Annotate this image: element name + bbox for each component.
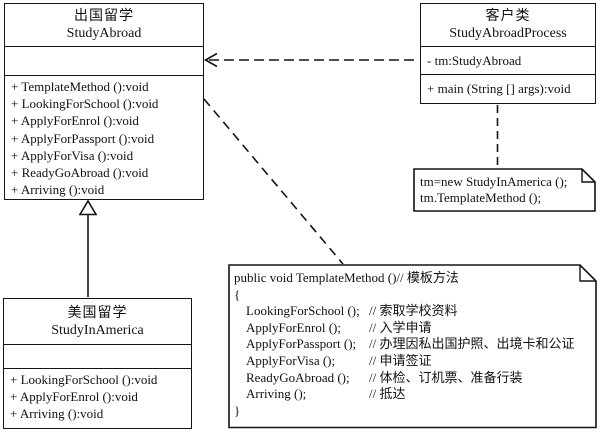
method-row: + Arriving ():void (10, 405, 104, 421)
class-attributes-studyinamerica (4, 345, 191, 369)
code-statement: LookingForSchool (); (246, 303, 360, 319)
code-statement: Arriving (); (246, 386, 307, 402)
note-client-code: tm=new StudyInAmerica ();tm.TemplateMeth… (413, 168, 596, 212)
method-row: + ApplyForVisa ():void (11, 147, 134, 163)
note-line: tm.TemplateMethod (); (420, 190, 542, 206)
method-row: + ReadyGoAbroad ():void (11, 165, 149, 181)
method-row: + Arriving ():void (11, 182, 105, 198)
code-comment: // 入学申请 (369, 319, 432, 335)
class-header-studyabroad: 出国留学 StudyAbroad (5, 4, 203, 47)
dependency-arrowhead-icon (203, 52, 218, 68)
code-comment: // 办理因私出国护照、出境卡和公证 (369, 336, 575, 352)
note-client-text: tm=new StudyInAmerica ();tm.TemplateMeth… (413, 168, 596, 206)
class-title-en: StudyInAmerica (51, 322, 144, 338)
class-attributes-studyabroad (5, 47, 203, 76)
method-row: + LookingForSchool ():void (10, 372, 158, 387)
class-box-studyabroadprocess: 客户类 StudyAbroadProcess - tm:StudyAbroad … (420, 3, 596, 104)
note-outline-icon (228, 264, 597, 429)
class-title-cn: 客户类 (485, 9, 531, 24)
note-template-method-code: public void TemplateMethod ()// 模板方法{Loo… (228, 264, 598, 429)
generalization-triangle-icon (78, 199, 98, 216)
class-methods-studyabroadprocess: + main (String [] args):void (421, 75, 595, 103)
method-row: + LookingForSchool ():void (11, 96, 159, 112)
code-statement: ApplyForPassport (); (246, 336, 357, 352)
class-methods-studyinamerica: + LookingForSchool ():void+ ApplyForEnro… (4, 369, 191, 428)
method-row: + main (String [] args):void (427, 81, 571, 97)
note-line: tm=new StudyInAmerica (); (420, 174, 568, 189)
class-title-cn: 美国留学 (67, 305, 128, 321)
attribute-row: - tm:StudyAbroad (427, 52, 522, 68)
note-line: public void TemplateMethod ()// 模板方法 (234, 270, 459, 285)
note-template-text: public void TemplateMethod ()// 模板方法{Loo… (228, 264, 598, 419)
code-statement: ReadyGoAbroad (); (246, 369, 350, 385)
method-row: + TemplateMethod ():void (11, 79, 149, 94)
method-row: + ApplyForEnrol ():void (11, 113, 139, 129)
note-line: LookingForSchool (); // 索取学校资料 (234, 303, 598, 320)
code-statement: ApplyForVisa (); (246, 352, 336, 368)
note-line: ApplyForEnrol (); // 入学申请 (234, 320, 598, 337)
class-attributes-studyabroadprocess: - tm:StudyAbroad (421, 47, 595, 75)
method-row: + ApplyForEnrol ():void (10, 388, 138, 404)
note-line: { (234, 286, 241, 302)
note-line: } (234, 402, 241, 418)
note-line: ApplyForVisa (); // 申请签证 (234, 353, 598, 370)
note-outline-icon (413, 168, 596, 212)
note-line: ReadyGoAbroad (); // 体检、订机票、准备行装 (234, 370, 598, 387)
class-methods-studyabroad: + TemplateMethod ():void + LookingForScho… (5, 76, 203, 199)
class-header-studyabroadprocess: 客户类 StudyAbroadProcess (421, 4, 595, 47)
code-comment: // 体检、订机票、准备行装 (369, 369, 523, 385)
code-statement: ApplyForEnrol (); (246, 319, 341, 335)
class-header-studyinamerica: 美国留学 StudyInAmerica (4, 299, 191, 345)
code-comment: // 抵达 (369, 386, 406, 402)
class-title-en: StudyAbroad (66, 26, 142, 41)
code-comment: // 申请签证 (369, 352, 432, 368)
class-title-cn: 出国留学 (74, 9, 134, 24)
class-box-studyinamerica: 美国留学 StudyInAmerica + LookingForSchool (… (3, 298, 192, 429)
note-line: ApplyForPassport (); // 办理因私出国护照、出境卡和公证 (234, 336, 598, 353)
code-comment: // 索取学校资料 (369, 303, 458, 319)
class-box-studyabroad: 出国留学 StudyAbroad + TemplateMethod ():voi… (4, 3, 204, 200)
class-title-en: StudyAbroadProcess (449, 26, 567, 41)
note-line: Arriving (); // 抵达 (234, 386, 598, 403)
method-row: + ApplyForPassport ():void (11, 130, 155, 146)
note-anchor-line-template (203, 98, 344, 265)
